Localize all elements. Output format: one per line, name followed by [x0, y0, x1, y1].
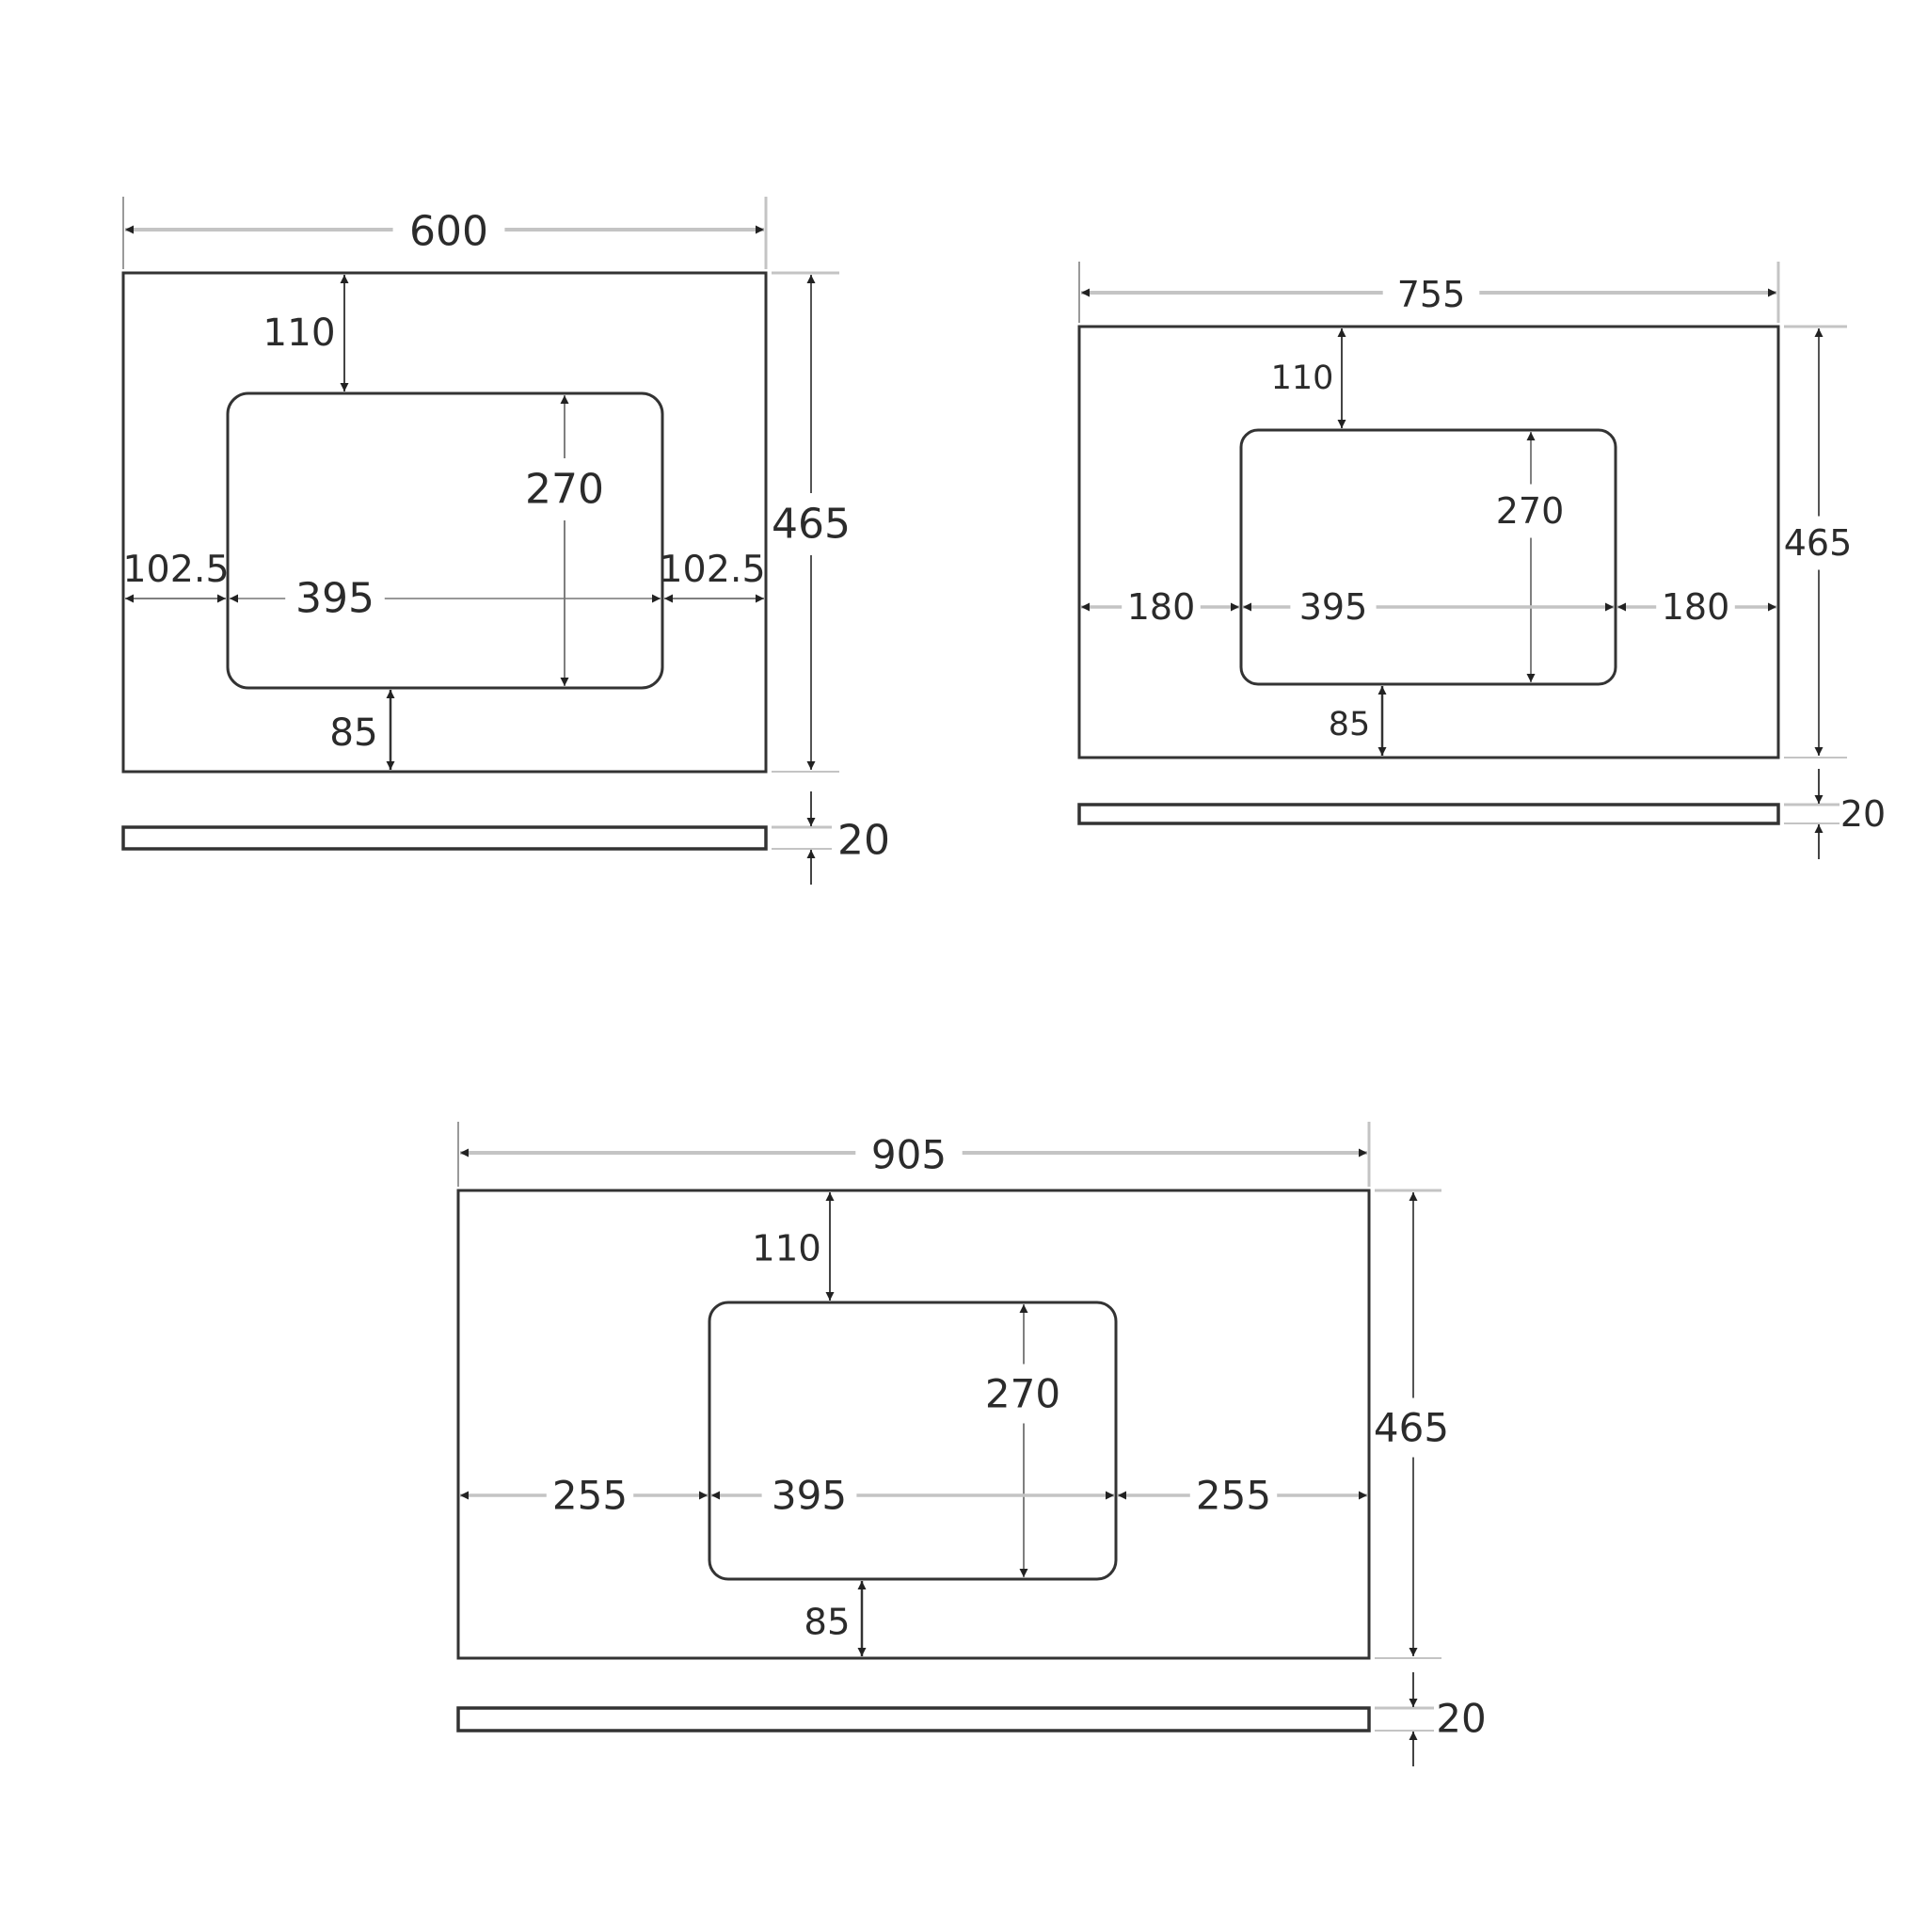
- basin-cutout: [708, 1301, 1118, 1581]
- vanity-top-drawing-600: 600 465 110 270 395 102.5 102.5 85 20: [121, 197, 890, 885]
- plan-outline: [456, 1189, 1371, 1660]
- overall-width-label: 600: [409, 208, 488, 256]
- basin-width-label: 395: [295, 575, 374, 623]
- overall-width-label: 905: [871, 1132, 947, 1178]
- vanity-top-drawing-905: 905 465 110 270 395 255 255 85 20: [456, 1122, 1487, 1766]
- basin-depth-label: 270: [1496, 490, 1565, 532]
- drawings-root: 600 465 110 270 395 102.5 102.5 85 20 755 465 110 27…: [121, 197, 1886, 1766]
- front-margin-label: 110: [263, 310, 335, 355]
- right-margin-label: 255: [1196, 1473, 1271, 1519]
- right-margin-label: 102.5: [659, 548, 765, 591]
- basin-cutout: [226, 391, 664, 690]
- front-margin-label: 110: [1271, 359, 1334, 397]
- thickness-label: 20: [837, 817, 890, 865]
- overall-depth-label: 465: [1784, 522, 1853, 564]
- side-profile: [456, 1706, 1371, 1732]
- back-margin-label: 85: [804, 1602, 850, 1644]
- left-margin-label: 180: [1127, 586, 1196, 628]
- basin-depth-label: 270: [525, 466, 604, 514]
- overall-depth-label: 465: [1374, 1405, 1449, 1451]
- side-profile: [121, 825, 768, 851]
- thickness-label: 20: [1436, 1696, 1486, 1742]
- basin-depth-label: 270: [985, 1371, 1060, 1417]
- front-margin-label: 110: [752, 1228, 821, 1270]
- left-margin-label: 255: [552, 1473, 628, 1519]
- back-margin-label: 85: [1329, 706, 1370, 743]
- basin-width-label: 395: [772, 1473, 847, 1519]
- basin-cutout: [1239, 428, 1617, 686]
- overall-width-label: 755: [1397, 274, 1466, 315]
- overall-depth-label: 465: [772, 501, 851, 549]
- left-margin-label: 102.5: [122, 548, 229, 591]
- basin-width-label: 395: [1299, 586, 1368, 628]
- right-margin-label: 180: [1662, 586, 1730, 628]
- plan-outline: [121, 271, 768, 774]
- plan-outline: [1077, 325, 1780, 759]
- side-profile: [1077, 803, 1780, 825]
- back-margin-label: 85: [329, 710, 378, 755]
- thickness-label: 20: [1840, 793, 1886, 835]
- vanity-top-drawing-755: 755 465 110 270 395 180 180 85 20: [1077, 262, 1886, 859]
